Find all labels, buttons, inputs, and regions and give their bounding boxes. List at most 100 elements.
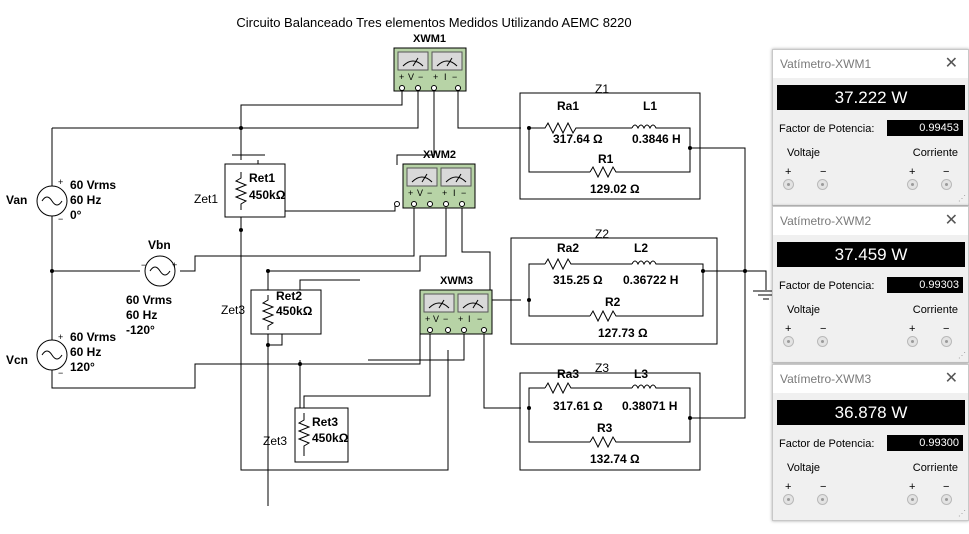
power-reading: 36.878 W: [777, 400, 965, 425]
wattmeter-xwm1[interactable]: XWM1 + V − + I −: [393, 33, 467, 92]
current-minus-terminal[interactable]: [941, 494, 952, 505]
voltage-minus-sign: −: [820, 166, 827, 178]
power-factor-value: 0.99300: [887, 435, 963, 451]
load-z3: Z3 Ra3 317.61 Ω L3 0.38071 H R3 132.74 Ω: [519, 361, 701, 471]
source-van-name: Van: [6, 193, 27, 207]
svg-text:+: +: [58, 177, 63, 187]
current-plus-terminal[interactable]: [907, 336, 918, 347]
voltage-plus-terminal[interactable]: [783, 336, 794, 347]
close-icon[interactable]: ✕: [944, 212, 958, 229]
xwm1-name: XWM1: [413, 33, 446, 45]
close-icon[interactable]: ✕: [944, 370, 958, 387]
panel-titlebar[interactable]: Vatímetro-XWM1 ✕: [773, 50, 968, 78]
voltage-plus-terminal[interactable]: [783, 179, 794, 190]
svg-text:Ra3: Ra3: [557, 367, 579, 381]
current-minus-terminal[interactable]: [941, 179, 952, 190]
zet3-label: Zet3: [263, 434, 287, 448]
svg-text:Z2: Z2: [595, 227, 609, 241]
current-label: Corriente: [912, 462, 958, 474]
source-van-amp: 60 Vrms: [70, 178, 116, 192]
svg-text:V: V: [408, 72, 414, 82]
voltage-minus-sign: −: [820, 323, 827, 335]
source-vbn-phase: -120°: [126, 323, 155, 337]
zet2-label: Zet3: [221, 303, 245, 317]
svg-text:R1: R1: [598, 152, 614, 166]
wattmeter-xwm3[interactable]: XWM3 + V − + I −: [419, 275, 493, 335]
zet1-label: Zet1: [194, 192, 218, 206]
current-label: Corriente: [912, 304, 958, 316]
svg-text:Z3: Z3: [595, 361, 609, 375]
panel-title: Vatímetro-XWM2: [780, 214, 872, 228]
panel-title: Vatímetro-XWM3: [780, 372, 872, 386]
source-van-freq: 60 Hz: [70, 193, 101, 207]
svg-text:+: +: [408, 188, 413, 198]
source-van-phase: 0°: [70, 208, 82, 222]
ret3-name: Ret3: [312, 415, 338, 429]
voltage-label: Voltaje: [787, 304, 821, 316]
resize-grip-icon[interactable]: ⋰: [958, 194, 966, 203]
power-factor-value: 0.99453: [887, 120, 963, 136]
svg-text:−: −: [452, 72, 457, 82]
voltage-minus-terminal[interactable]: [817, 179, 828, 190]
current-label: Corriente: [912, 147, 958, 159]
current-plus-sign: +: [909, 481, 916, 493]
svg-text:Z1: Z1: [595, 82, 609, 96]
wattmeter-panel-xwm2[interactable]: Vatímetro-XWM2 ✕ 37.459 W Factor de Pote…: [772, 206, 969, 363]
source-vbn-freq: 60 Hz: [126, 308, 157, 322]
source-van: + − Van 60 Vrms 60 Hz 0°: [6, 177, 116, 224]
svg-text:0.36722 H: 0.36722 H: [623, 273, 678, 287]
source-vcn-amp: 60 Vrms: [70, 330, 116, 344]
voltage-minus-terminal[interactable]: [817, 494, 828, 505]
svg-text:R3: R3: [597, 421, 613, 435]
svg-text:I: I: [444, 72, 447, 82]
svg-text:317.64 Ω: 317.64 Ω: [553, 132, 603, 146]
resize-grip-icon[interactable]: ⋰: [958, 509, 966, 518]
svg-text:0.3846 H: 0.3846 H: [632, 132, 681, 146]
svg-text:−: −: [461, 188, 466, 198]
ret1-name: Ret1: [249, 171, 275, 185]
ret1-value: 450kΩ: [249, 188, 286, 202]
source-vcn: + − Vcn 60 Vrms 60 Hz 120°: [6, 330, 116, 378]
voltage-label: Voltaje: [787, 462, 821, 474]
svg-text:+: +: [172, 260, 177, 270]
svg-text:132.74 Ω: 132.74 Ω: [590, 452, 640, 466]
voltage-plus-terminal[interactable]: [783, 494, 794, 505]
svg-text:Ra1: Ra1: [557, 99, 579, 113]
svg-text:Ra2: Ra2: [557, 241, 579, 255]
svg-text:−: −: [141, 260, 146, 270]
svg-text:129.02 Ω: 129.02 Ω: [590, 182, 640, 196]
source-vbn-name: Vbn: [148, 238, 171, 252]
svg-text:+: +: [58, 332, 63, 342]
wattmeter-xwm2[interactable]: XWM2 + V − + I −: [394, 149, 476, 209]
power-reading: 37.459 W: [777, 242, 965, 267]
source-vcn-phase: 120°: [70, 360, 95, 374]
ret2-resistor: Ret2 450kΩ Zet3: [221, 289, 322, 335]
current-plus-terminal[interactable]: [907, 179, 918, 190]
panel-titlebar[interactable]: Vatímetro-XWM3 ✕: [773, 365, 968, 393]
svg-text:+: +: [433, 72, 438, 82]
svg-text:−: −: [427, 188, 432, 198]
power-factor-label: Factor de Potencia:: [779, 438, 875, 450]
current-plus-sign: +: [909, 166, 916, 178]
current-plus-terminal[interactable]: [907, 494, 918, 505]
svg-text:R2: R2: [605, 295, 621, 309]
svg-text:L2: L2: [634, 241, 648, 255]
svg-text:+: +: [399, 72, 404, 82]
power-factor-label: Factor de Potencia:: [779, 280, 875, 292]
svg-text:L1: L1: [643, 99, 657, 113]
panel-titlebar[interactable]: Vatímetro-XWM2 ✕: [773, 207, 968, 235]
close-icon[interactable]: ✕: [944, 55, 958, 72]
voltage-minus-terminal[interactable]: [817, 336, 828, 347]
svg-text:−: −: [418, 72, 423, 82]
current-minus-sign: −: [943, 481, 950, 493]
wattmeter-panel-xwm3[interactable]: Vatímetro-XWM3 ✕ 36.878 W Factor de Pote…: [772, 364, 969, 521]
svg-text:V: V: [433, 314, 439, 324]
svg-text:−: −: [58, 368, 63, 378]
load-z2: Z2 Ra2 315.25 Ω L2 0.36722 H R2 127.73 Ω: [510, 227, 718, 345]
voltage-minus-sign: −: [820, 481, 827, 493]
svg-text:−: −: [477, 314, 482, 324]
wattmeter-panel-xwm1[interactable]: Vatímetro-XWM1 ✕ 37.222 W Factor de Pote…: [772, 49, 969, 206]
current-minus-terminal[interactable]: [941, 336, 952, 347]
resize-grip-icon[interactable]: ⋰: [958, 351, 966, 360]
current-minus-sign: −: [943, 166, 950, 178]
